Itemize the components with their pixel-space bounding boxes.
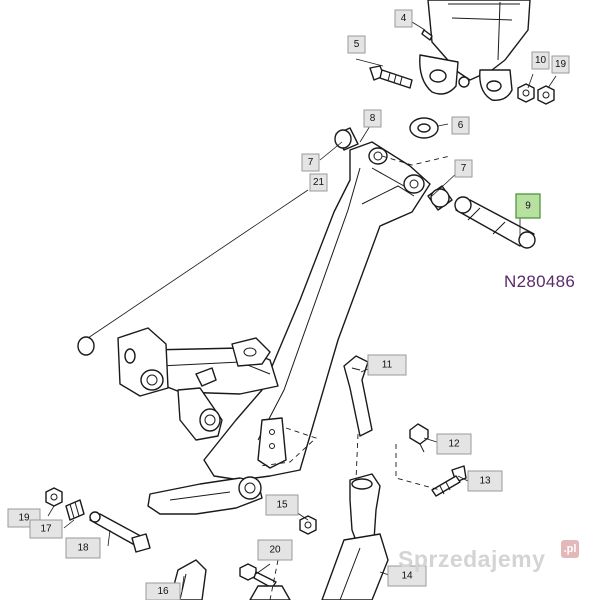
callout-7-right: 7 [454,159,473,178]
lift-arm-frame [117,141,431,515]
svg-text:11: 11 [382,360,393,371]
lever-part-11 [343,355,373,437]
svg-text:16: 16 [157,586,169,597]
svg-text:20: 20 [269,545,281,556]
svg-text:9: 9 [525,201,531,212]
svg-text:13: 13 [479,476,491,487]
callout-12: 12 [436,433,472,455]
callout-13: 13 [467,470,503,492]
callout-15: 15 [265,494,299,516]
bolt-part-13 [431,465,467,497]
bolt-part-5 [369,65,413,89]
svg-text:12: 12 [448,439,460,450]
svg-text:5: 5 [354,39,360,50]
svg-text:15: 15 [276,500,288,511]
leader-lines [47,21,557,591]
bushing-part-7-left [334,127,359,151]
callout-21: 21 [309,173,328,192]
svg-text:8: 8 [370,113,376,124]
figure-reference-code: N280486 [504,272,576,291]
watermark-badge: .pl [561,540,579,558]
callout-6: 6 [451,116,470,135]
nut-part-19-bottom [45,487,63,507]
nut-part-15 [299,515,317,535]
callout-20: 20 [257,539,293,561]
assembly-lines [259,155,451,600]
callout-17: 17 [29,519,63,539]
svg-text:21: 21 [313,177,325,188]
callout-16: 16 [145,582,181,600]
callout-18: 18 [65,537,101,559]
svg-text:14: 14 [401,571,413,582]
pin-part-9 [454,196,536,249]
svg-text:10: 10 [535,55,547,66]
pin-part-18 [89,511,151,553]
svg-text:18: 18 [77,543,89,554]
callout-11: 11 [367,354,407,376]
nut-part-10 [517,83,535,103]
rod-part-14 [321,473,389,600]
bushing-part-21 [77,336,95,356]
svg-text:19: 19 [18,513,30,524]
svg-text:6: 6 [458,120,464,131]
callout-7-left: 7 [301,153,320,172]
svg-text:19: 19 [555,59,567,70]
svg-text:4: 4 [401,13,407,24]
bolt-part-12 [409,423,429,453]
callout-5: 5 [347,35,366,54]
svg-text:7: 7 [308,157,314,168]
bolt-part-20 [239,563,277,589]
bushing-part-7-right [427,185,453,211]
callout-14: 14 [387,565,427,587]
callout-8: 8 [363,109,382,128]
svg-text:17: 17 [40,524,52,535]
washer-part-6 [409,117,439,139]
callout-4: 4 [394,9,413,28]
callout-19-top: 19 [551,55,570,74]
upper-bracket [419,0,531,101]
watermark-text: Sprzedajemy [398,546,546,572]
svg-text:7: 7 [461,163,467,174]
callout-9: 9 [515,193,541,219]
spring-part-17 [65,499,85,521]
nut-part-19-top [537,85,555,105]
callout-10: 10 [531,51,550,70]
